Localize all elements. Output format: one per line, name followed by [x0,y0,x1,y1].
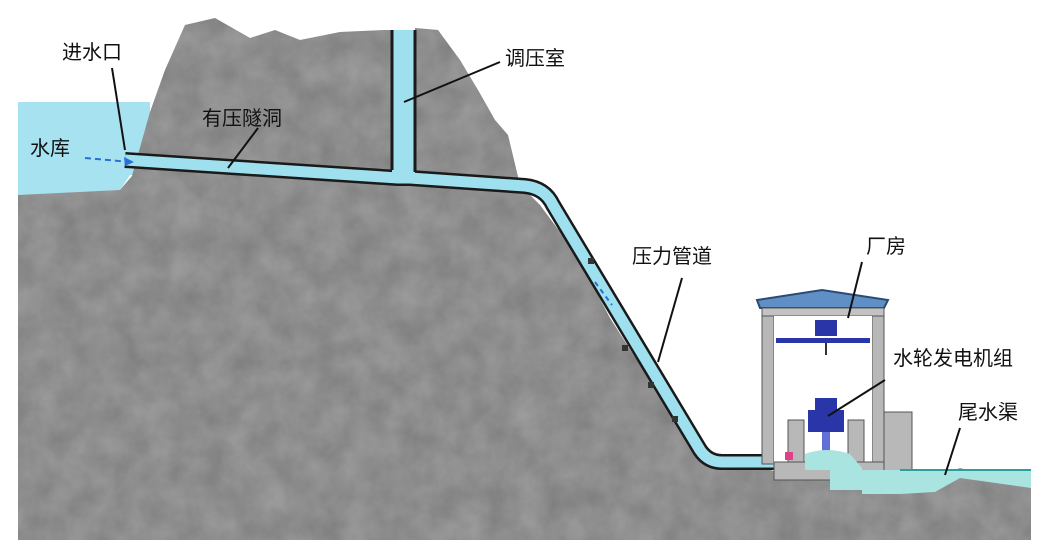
crane [815,320,837,336]
tailrace-water [862,470,1031,494]
flow-arrow-reservoir [84,157,131,163]
penstock-supports [588,258,678,422]
reservoir-water [18,102,150,195]
draft-tube [805,450,862,490]
label-tunnel: 有压隧洞 [202,106,282,130]
flow-arrow-penstock [594,281,613,306]
label-intake: 进水口 [62,40,122,64]
label-surge-chamber: 调压室 [505,46,565,70]
label-penstock: 压力管道 [632,244,712,268]
mountain-rock [18,18,1031,540]
surge-chamber-shaft [392,30,415,180]
leader-lines [111,61,961,476]
label-tailrace: 尾水渠 [958,400,1018,424]
label-turbine-generator: 水轮发电机组 [893,346,1013,370]
powerhouse-roof [755,288,890,309]
label-reservoir: 水库 [30,136,70,160]
label-powerhouse: 厂房 [866,234,906,258]
